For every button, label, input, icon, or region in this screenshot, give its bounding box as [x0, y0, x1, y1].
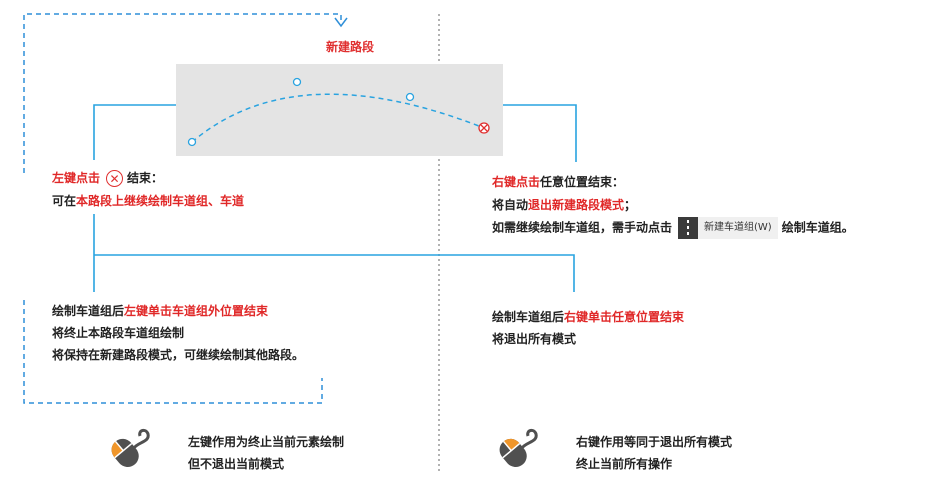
left-click-detail-red: 本路段上继续绘制车道组、车道 [76, 194, 245, 208]
road-curve [187, 77, 490, 147]
left-connector [93, 104, 176, 160]
left-lane-group-line2: 将终止本路段车道组绘制 [52, 326, 185, 340]
road-preview-panel [176, 64, 503, 156]
curve-node [405, 92, 415, 102]
left-click-end-label: 结束： [127, 171, 164, 185]
footer-right-line2: 终止当前所有操作 [576, 457, 673, 471]
right-click-detail-red: 退出新建路段模式 [528, 198, 625, 212]
close-icon: ✕ [106, 170, 124, 187]
new-lane-group-button[interactable]: 新建车道组(W) [678, 217, 778, 239]
right-lane-group-line2: 将退出所有模式 [492, 332, 577, 346]
dashed-loop-arrow [23, 13, 342, 173]
left-lane-group-red: 左键单击车道组外位置结束 [124, 304, 269, 318]
left-click-detail-prefix: 可在 [52, 194, 77, 208]
curve-node [292, 77, 302, 87]
right-click-instruction: 右键点击任意位置结束： [492, 172, 624, 192]
right-lane-group-prefix: 绘制车道组后 [492, 310, 565, 324]
footer-left-line1: 左键作用为终止当前元素绘制 [188, 435, 345, 449]
manual-hint-end: 绘制车道组。 [781, 220, 854, 235]
footer-left-line2: 但不退出当前模式 [188, 457, 285, 471]
left-click-label: 左键点击 [52, 171, 101, 185]
mouse-left-click-icon [111, 428, 150, 468]
left-lane-group-line3: 将保持在新建路段模式，可继续绘制其他路段。 [52, 348, 305, 362]
left-click-detail: 可在本路段上继续绘制车道组、车道 [52, 191, 244, 211]
lane-group-icon [678, 217, 699, 239]
end-close-icon [478, 122, 490, 134]
start-node [187, 137, 197, 147]
right-connector [503, 104, 577, 162]
left-lane-group-line1: 绘制车道组后左键单击车道组外位置结束 [52, 301, 268, 321]
branch-connector [93, 214, 575, 292]
right-lane-group-red: 右键单击任意位置结束 [564, 310, 685, 324]
right-lane-group-line1: 绘制车道组后右键单击任意位置结束 [492, 307, 684, 327]
left-click-instruction: 左键点击 ✕结束： [52, 168, 163, 188]
left-lane-group-prefix: 绘制车道组后 [52, 304, 125, 318]
right-click-label: 右键点击 [492, 175, 541, 189]
right-click-detail-end: ； [624, 198, 637, 212]
new-lane-group-button-label: 新建车道组(W) [704, 222, 772, 233]
dashed-arrow-head [334, 17, 348, 28]
dashed-return-loop [23, 300, 323, 404]
dashed-road-curve [191, 93, 485, 143]
manual-hint-prefix: 如需继续绘制车道组，需手动点击 [492, 220, 673, 235]
right-click-detail-prefix: 将自动 [492, 198, 529, 212]
mouse-right-click-icon [499, 428, 538, 468]
right-click-detail: 将自动退出新建路段模式； [492, 195, 636, 215]
diagram-title: 新建路段 [325, 40, 374, 54]
right-click-end-label: 任意位置结束： [540, 175, 625, 189]
footer-right-line1: 右键作用等同于退出所有模式 [576, 435, 733, 449]
right-click-manual-hint: 如需继续绘制车道组，需手动点击 新建车道组(W) 绘制车道组。 [492, 217, 854, 239]
